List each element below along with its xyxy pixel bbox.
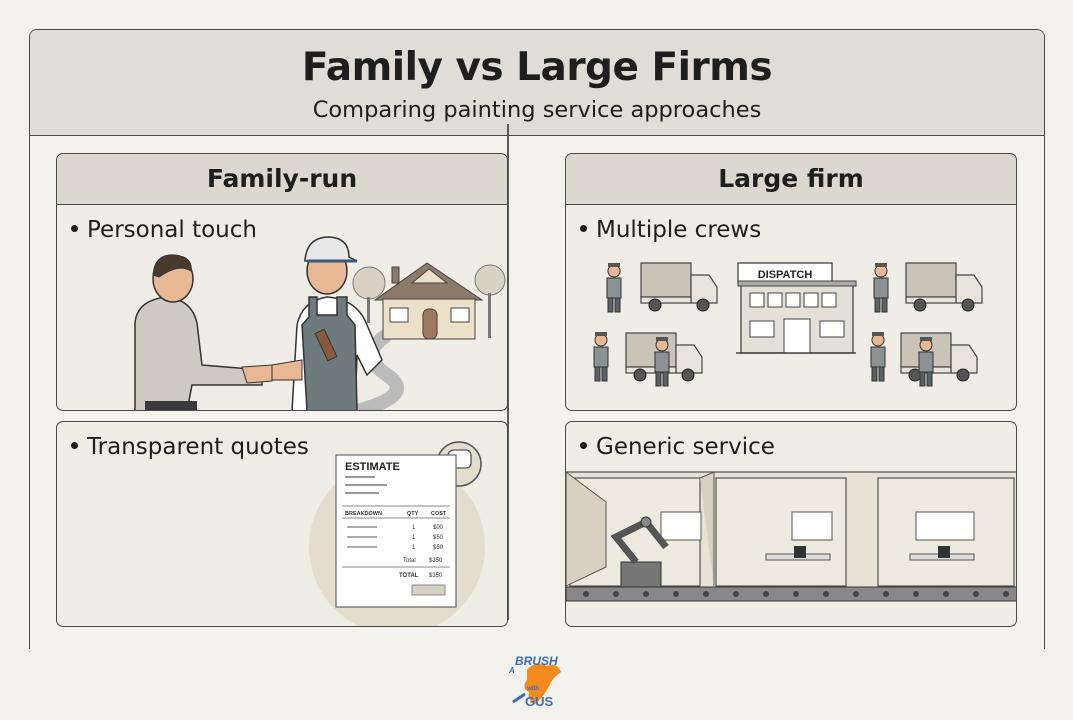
transparent-quotes-bullet: Transparent quotes [71,434,309,460]
window-icon [915,511,975,541]
brush-with-gus-logo: A BRUSH with GUS [505,652,567,712]
worker-icon [870,331,886,382]
chair-icon [794,546,806,558]
generic-service-label: Generic service [596,434,775,460]
worker-icon [606,262,622,313]
window-icon [791,511,833,541]
estimate-col-cost: COST [431,511,447,517]
large-firm-heading: Large firm [565,153,1017,205]
estimate-row-qty: 1 [412,525,416,531]
family-run-heading: Family-run [56,153,508,205]
handshake-illustration [134,236,506,410]
generic-service-bullet: Generic service [580,434,775,460]
logo-prefix: A [509,666,515,675]
estimate-grand-label: TOTAL [399,573,419,579]
truck-icon [900,332,978,382]
bullet-dot [71,442,78,449]
worker-icon [593,331,609,382]
truck-icon [905,262,983,312]
conveyor-belt [566,586,1016,602]
dispatch-sign: DISPATCH [758,269,813,281]
estimate-illustration: ESTIMATE BREAKDOWN QTY COST 1 $00 1 $50 … [309,441,485,626]
estimate-row-cost: $50 [433,545,444,551]
generic-rooms-illustration [566,471,1016,602]
bullet-dot [71,225,78,232]
transparent-quotes-panel: Transparent quotes ESTIMATE BREAKDOWN QT… [56,421,508,627]
window-icon [660,511,702,541]
multiple-crews-bullet: Multiple crews [580,217,761,243]
estimate-row-cost: $50 [433,535,444,541]
estimate-col-item: BREAKDOWN [345,511,382,517]
multiple-crews-label: Multiple crews [596,217,762,243]
estimate-grand-value: $350 [429,573,443,579]
transparent-quotes-label: Transparent quotes [87,434,309,460]
crews-illustration: DISPATCH [593,262,983,387]
generic-service-panel: Generic service [565,421,1017,627]
header-banner: Family vs Large Firms Comparing painting… [30,30,1044,136]
bullet-dot [580,442,587,449]
estimate-title: ESTIMATE [345,461,400,473]
page-subtitle: Comparing painting service approaches [312,97,762,123]
estimate-document [335,454,457,608]
worker-icon [918,336,934,387]
dispatch-building [736,262,857,354]
painter-figure [241,236,383,410]
estimate-row-qty: 1 [412,545,416,551]
page-title: Family vs Large Firms [301,45,773,90]
worker-icon [654,336,670,387]
logo-word-brush: BRUSH [515,654,558,668]
estimate-col-qty: QTY [407,511,419,517]
estimate-row-qty: 1 [412,535,416,541]
bullet-dot [580,225,587,232]
estimate-row-cost: $00 [433,525,444,531]
personal-touch-label: Personal touch [87,217,257,243]
businessman-figure [134,254,263,410]
multiple-crews-panel: Multiple crews [565,205,1017,411]
paint-splash-icon [512,663,561,704]
logo-word-with: with [527,686,539,692]
personal-touch-panel: Personal touch [56,205,508,411]
truck-icon [640,262,718,312]
estimate-total-label: Total [403,558,416,564]
worker-icon [873,262,889,313]
chair-icon [938,546,950,558]
logo-word-gus: GUS [525,694,554,709]
personal-touch-bullet: Personal touch [71,217,257,243]
estimate-total-value: $350 [429,558,443,564]
